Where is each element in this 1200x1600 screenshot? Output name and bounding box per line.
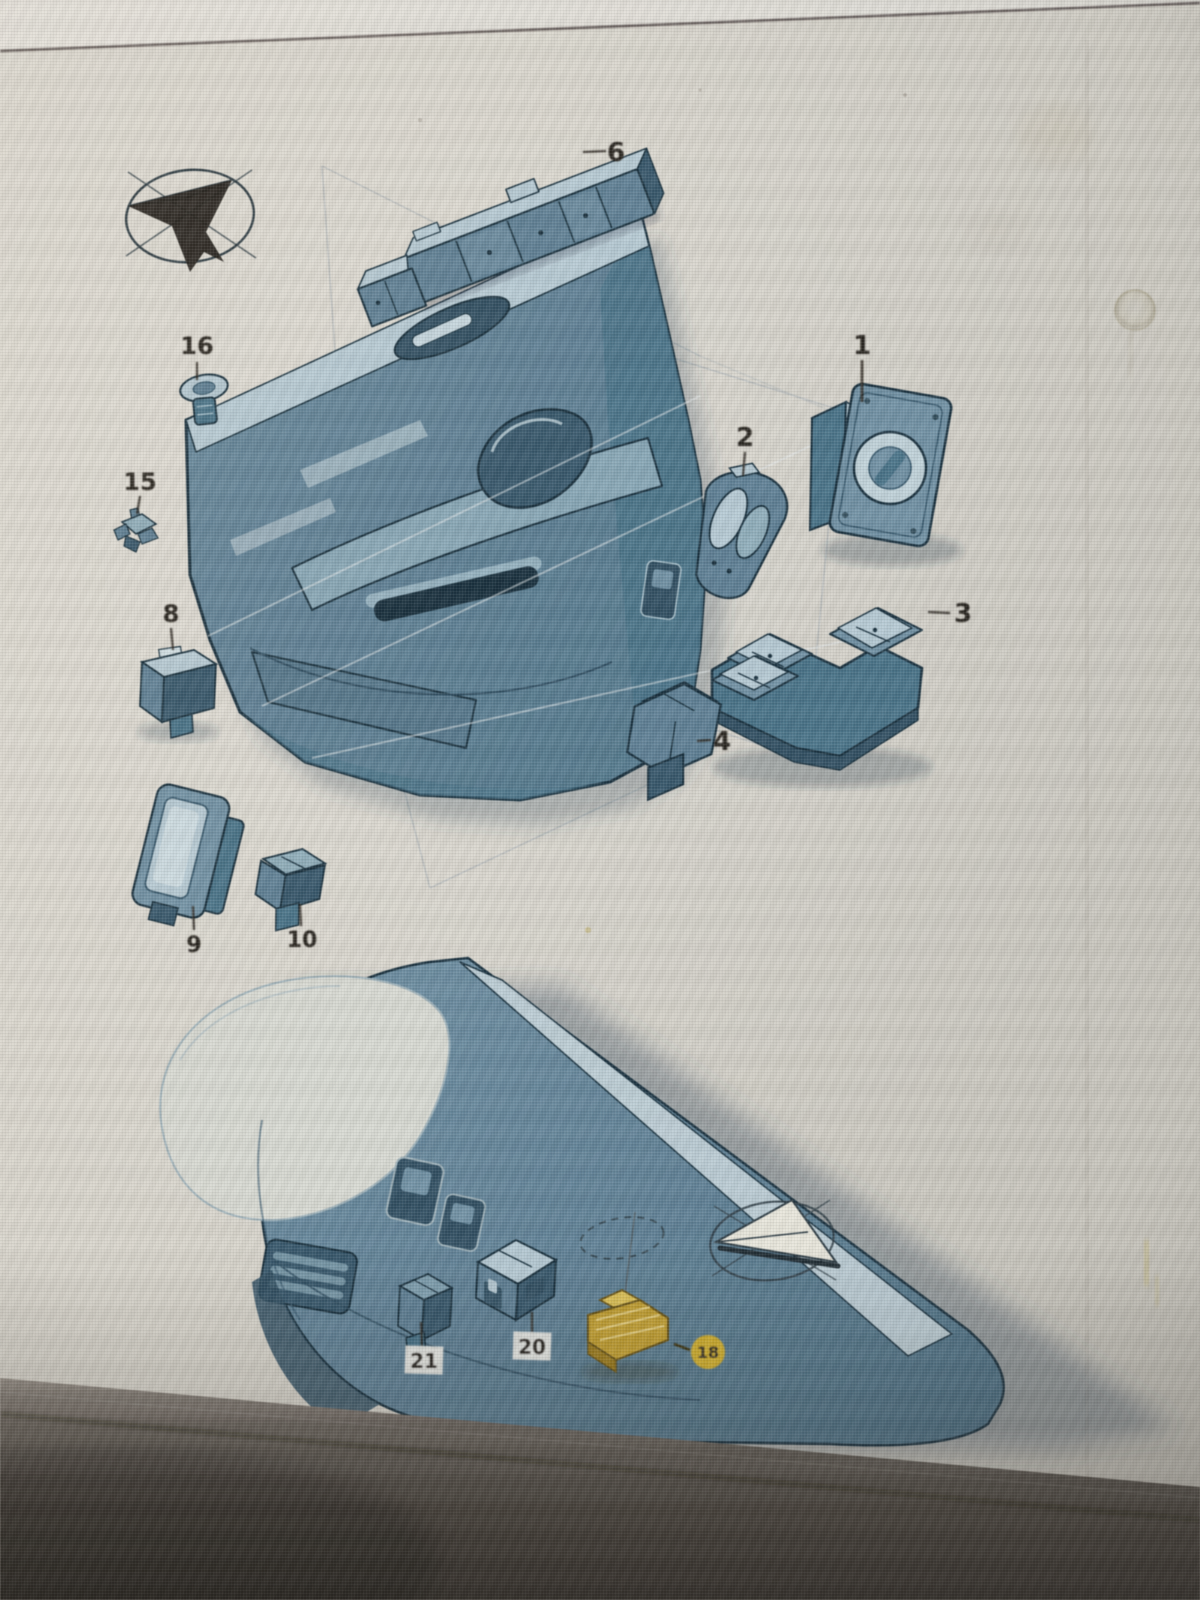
part-3-window-switch-bank-illustration	[710, 607, 932, 787]
part-9-switch-illustration	[131, 783, 245, 927]
screen-smudges	[418, 88, 1159, 1306]
part-18-bracket-highlighted-illustration	[582, 1288, 678, 1382]
bezel-seam-line	[0, 1412, 1200, 1522]
direction-of-travel-plane-icon	[709, 1198, 841, 1282]
bezel-corner-shadow	[0, 1450, 440, 1600]
part-label-9: 9	[186, 933, 201, 958]
part-18-highlight-badge	[691, 1335, 725, 1369]
part-20-switch-illustration	[474, 1238, 559, 1322]
part-label-6: 6	[607, 138, 625, 168]
part-label-21: 21	[410, 1349, 438, 1373]
part-1-mirror-switch-illustration	[808, 382, 962, 566]
part-label-18: 18	[697, 1343, 719, 1362]
part-label-10: 10	[287, 928, 318, 953]
part-16-grommet-illustration	[179, 373, 229, 426]
label-chip-21	[404, 1345, 444, 1375]
part-label-15: 15	[123, 468, 156, 496]
water-droplet-smudge	[1114, 289, 1156, 331]
part-10-switch-illustration	[254, 847, 328, 932]
page-border-line	[0, 1, 1200, 53]
bezel-highlight-line	[0, 1391, 1200, 1499]
part-2-switch-illustration	[695, 462, 789, 600]
page-right-edge-seam	[1086, 40, 1088, 1500]
front-door-trim-panel-illustration	[184, 208, 869, 802]
label-chip-20	[512, 1331, 552, 1361]
part-4-window-switch-illustration	[626, 680, 723, 802]
part-label-8: 8	[163, 600, 180, 628]
part-label-2: 2	[736, 423, 754, 453]
part-label-1: 1	[853, 331, 871, 361]
mounting-leader-line	[623, 1211, 636, 1303]
part-15-clip-illustration	[113, 507, 159, 553]
rear-quarter-labels: 21 20 18	[404, 1312, 725, 1375]
part-label-3: 3	[954, 599, 972, 629]
direction-of-travel-arrow-icon	[124, 168, 257, 272]
part-8-switch-illustration	[138, 645, 219, 742]
mounting-location-dashed-outline	[579, 1216, 665, 1260]
part-label-20: 20	[518, 1335, 546, 1359]
part-6-switch-strip-illustration	[356, 147, 665, 328]
part-label-4: 4	[713, 727, 731, 757]
front-door-labels: 6 16 15 8 9 10 1 2 3 4	[123, 138, 972, 958]
part-label-16: 16	[180, 332, 213, 360]
